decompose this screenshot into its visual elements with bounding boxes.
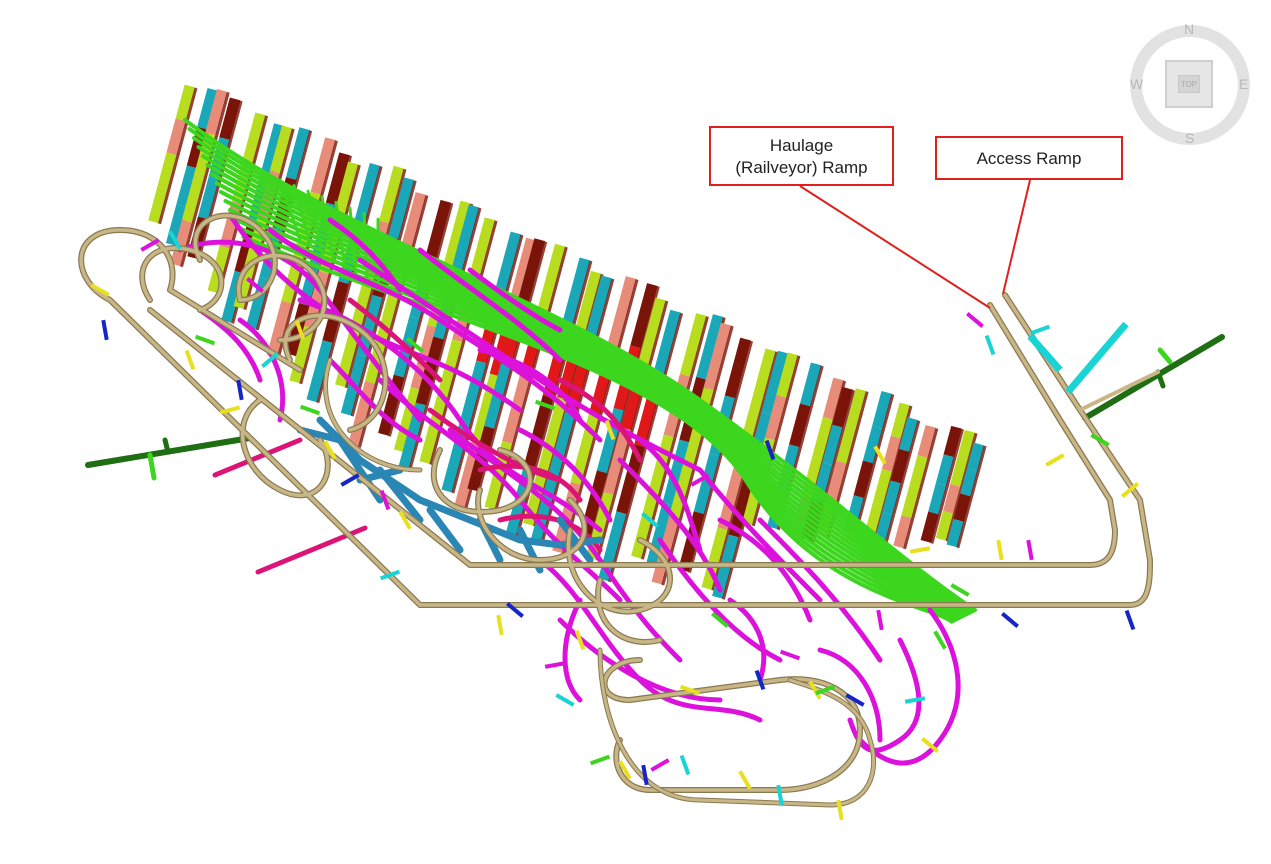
development-stub <box>556 695 573 705</box>
development-stub <box>682 756 689 775</box>
development-stub <box>498 615 501 635</box>
view-cube-top-label: TOP <box>1178 75 1200 93</box>
stope-bar-segment <box>959 495 966 520</box>
view-cube-top-button[interactable]: TOP <box>1165 60 1213 108</box>
development-stub <box>643 765 646 785</box>
haulage-ramp-label-line2: (Railveyor) Ramp <box>711 157 892 179</box>
development-stub <box>341 475 358 485</box>
compass-north-label: N <box>1184 21 1194 37</box>
development-stub <box>301 407 320 414</box>
development-stub <box>651 760 668 770</box>
compass-east-label: E <box>1239 76 1248 92</box>
development-stub <box>545 663 565 666</box>
callout-leaders <box>800 180 1030 308</box>
development-stub <box>1028 540 1031 560</box>
development-stub <box>905 698 925 701</box>
development-stub <box>141 240 158 250</box>
development-stub <box>910 548 930 551</box>
development-stub <box>1127 611 1134 630</box>
stope-bar-segment <box>965 470 972 495</box>
development-stub <box>740 771 750 788</box>
development-stub <box>1002 614 1017 627</box>
development-stub <box>987 336 994 355</box>
access-ramp-callout: Access Ramp <box>935 136 1123 180</box>
development-stub <box>1046 455 1063 465</box>
development-stub <box>998 540 1001 560</box>
haulage-ramp-label-line1: Haulage <box>711 135 892 157</box>
development-stub <box>196 337 215 344</box>
development-stub <box>878 610 881 630</box>
development-stub <box>187 351 194 370</box>
development-stub <box>103 320 106 340</box>
stope-bar-segment <box>972 444 979 469</box>
haulage-ramp-callout: Haulage (Railveyor) Ramp <box>709 126 894 186</box>
stope-bar-segment <box>952 520 959 545</box>
development-stub <box>591 757 610 764</box>
view-compass[interactable]: N S W E TOP <box>1127 22 1253 148</box>
stope-bar-segment <box>249 114 261 158</box>
compass-south-label: S <box>1185 130 1194 146</box>
access-ramp-label: Access Ramp <box>937 148 1121 170</box>
development-stub <box>967 314 982 327</box>
development-stub <box>781 652 800 659</box>
development-stub <box>1031 327 1050 334</box>
compass-west-label: W <box>1130 76 1143 92</box>
stope-bar-segment <box>291 129 304 179</box>
